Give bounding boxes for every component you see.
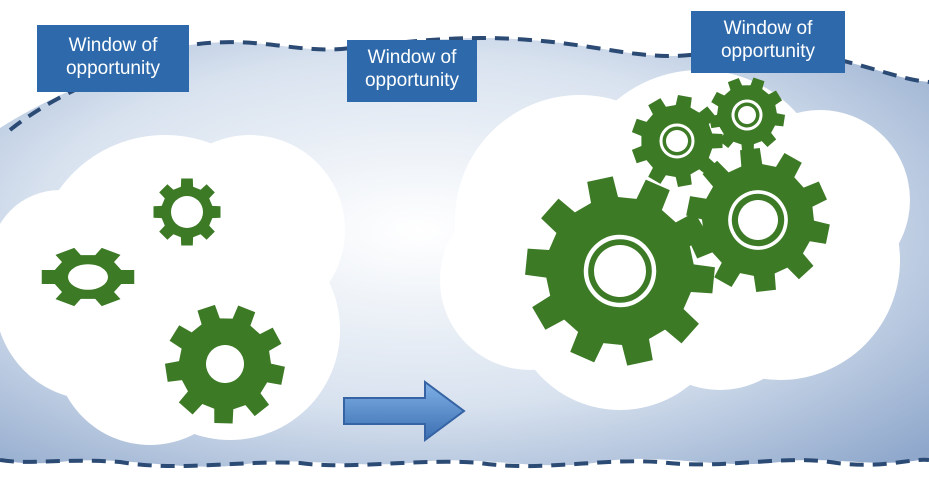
label-1-line-2: opportunity bbox=[65, 58, 160, 79]
label-3-line-2: opportunity bbox=[720, 41, 815, 62]
label-2-line-1: Window of bbox=[367, 47, 457, 68]
label-2-line-2: opportunity bbox=[364, 70, 459, 91]
window-of-opportunity-label-1: Window of opportunity bbox=[37, 25, 189, 92]
gear-icon bbox=[709, 77, 786, 153]
label-1-line-1: Window of bbox=[68, 35, 158, 56]
gear-icon bbox=[525, 176, 715, 366]
gear-icon bbox=[164, 304, 285, 424]
dashed-boundary-bottom bbox=[0, 457, 929, 469]
window-of-opportunity-label-2: Window of opportunity bbox=[347, 40, 477, 102]
label-3-line-1: Window of bbox=[723, 18, 813, 39]
gears-group bbox=[41, 77, 830, 424]
gear-icon bbox=[41, 247, 135, 307]
right-arrow-icon bbox=[343, 380, 466, 442]
window-of-opportunity-label-3: Window of opportunity bbox=[691, 11, 845, 73]
gear-icon bbox=[686, 148, 830, 292]
gear-icon bbox=[153, 178, 221, 246]
gear-icon bbox=[631, 95, 723, 187]
